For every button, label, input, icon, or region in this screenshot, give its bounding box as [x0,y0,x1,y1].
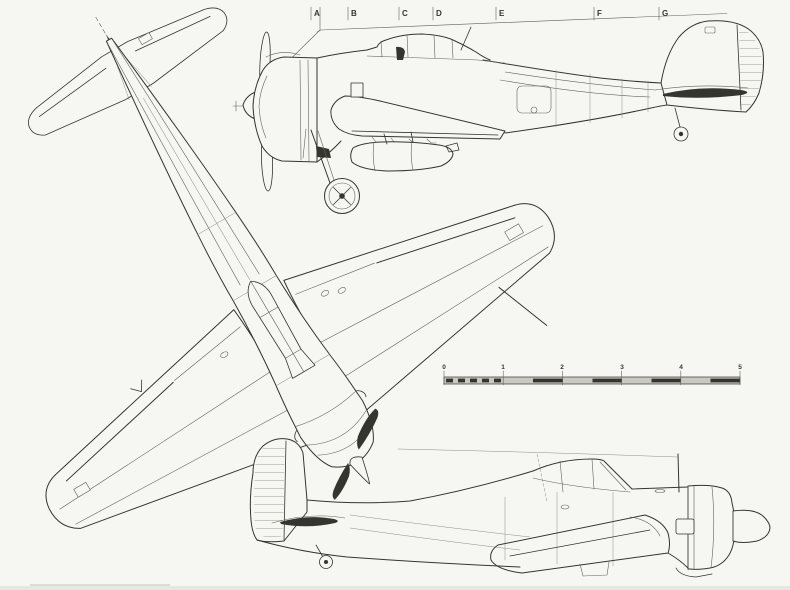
tail-fin-and-rudder [654,20,764,142]
carb-intake [675,567,713,578]
fin-tab [704,26,716,34]
wing-fitting [350,82,364,98]
reference-line [397,448,678,458]
wing-root-profile [330,82,506,144]
wingtip-hatch [504,223,524,241]
trim-tab [138,32,153,46]
leader-line [536,453,548,503]
horizontal-stabilizer-edge [280,517,338,527]
rudder-hinge [736,24,742,111]
rudder-ribs [739,26,762,110]
station-label-g: G [662,9,668,18]
datum-line [316,13,728,33]
hand-hold [530,106,538,114]
cockpit-canopy [532,453,680,493]
propeller-blade [357,408,379,450]
tailplane [28,7,228,136]
wingtip-hatch [73,481,91,498]
main-landing-gear [302,128,360,214]
spine-stringers [107,39,260,286]
spinner [732,509,771,543]
scale-bar-segments [446,378,740,383]
scale-bar: 0 1 2 3 4 5 [442,364,742,386]
tank-pylon [383,131,414,145]
propeller-blade [332,462,350,500]
fuselage [256,470,614,568]
scale-tick-2: 2 [560,364,564,371]
pilot-seat [396,46,405,60]
aileron-hinge [65,381,174,482]
station-label-b: B [351,9,357,18]
spinner [349,456,371,485]
horizontal-stabilizer-edge [663,88,748,98]
engine-cowling [631,484,771,578]
wing-panel [490,514,689,577]
tail-fin-and-rudder [249,438,346,569]
walkway-marker [130,379,143,393]
station-label-a: A [314,9,320,18]
gear-fairing-bump [294,390,367,443]
tailwheel-strut [315,544,324,558]
engine-cowling [252,52,331,163]
canopy-from-above [247,280,316,379]
propeller-from-above [332,408,379,500]
station-reference-labels: A B C D E F G [246,6,728,103]
scan-edge-shadow [0,586,790,590]
station-label-d: D [436,9,442,18]
station-label-f: F [597,9,602,18]
scale-tick-4: 4 [679,364,683,371]
scale-tick-1: 1 [501,364,505,371]
antenna-mast [460,26,472,51]
access-panel [516,85,552,114]
aileron-hinge [376,217,516,264]
drop-tank [350,131,460,172]
scale-tick-5: 5 [738,364,742,371]
gear-door [579,561,610,577]
flap-hinge [509,529,651,557]
tailwheel-strut [674,107,681,128]
antenna-mast [677,453,680,493]
pitot-tube [498,286,548,326]
hand-hold [560,504,570,510]
fuselage [316,49,668,163]
centerline [95,16,107,35]
tank-fin [445,142,460,153]
rudder-ribs [253,442,285,537]
side-profile-view-bottom [249,438,771,578]
carb-intake [265,52,301,58]
station-label-e: E [499,9,505,18]
station-label-c: C [402,9,408,18]
exhaust-outlet [675,518,695,535]
scale-tick-0: 0 [442,364,446,371]
side-profile-view-top [232,20,764,214]
cockpit-canopy [366,26,506,64]
plan-view [28,7,555,529]
scale-tick-3: 3 [620,364,624,371]
gun-trough [654,489,666,493]
elevator-hinge [38,15,211,117]
